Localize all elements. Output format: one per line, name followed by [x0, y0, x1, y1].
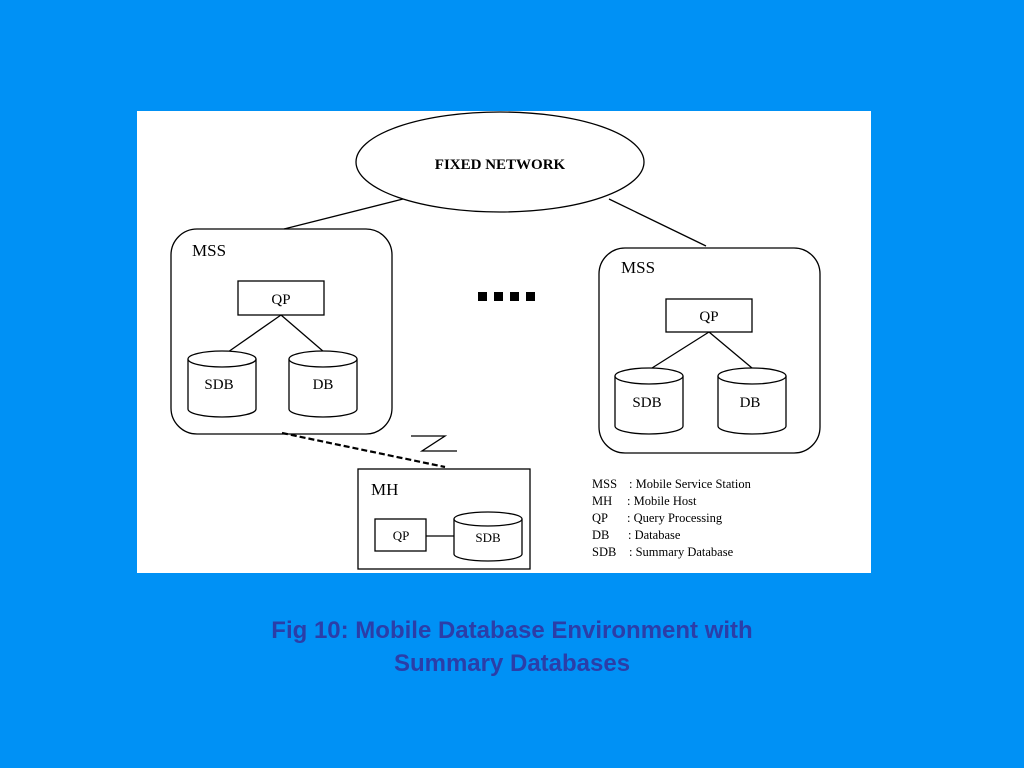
- lightning-icon: [411, 435, 457, 452]
- left-mss-box: [170, 228, 393, 435]
- network-to-left-mss-link: [283, 198, 404, 230]
- legend-desc-qp: : Query Processing: [627, 511, 723, 525]
- fixed-network-label: FIXED NETWORK: [435, 157, 566, 173]
- mh-title: MH: [371, 480, 398, 499]
- legend-desc-sdb: : Summary Database: [629, 545, 734, 559]
- mh-qp-label: QP: [393, 528, 410, 543]
- legend-abbr-qp: QP: [592, 511, 608, 525]
- right-qp-label: QP: [699, 309, 718, 325]
- left-db-cylinder-icon: [288, 350, 358, 418]
- left-sdb-cylinder-icon: [187, 350, 257, 418]
- caption-line-2: Summary Databases: [393, 650, 631, 677]
- legend-abbr-mss: MSS: [592, 477, 617, 491]
- right-mss-box: [598, 247, 821, 454]
- left-qp-to-db-link: [280, 314, 325, 353]
- left-db-label: DB: [313, 377, 334, 393]
- right-qp-to-db-link: [708, 331, 753, 369]
- fixed-network-ellipse: [355, 111, 645, 213]
- mh-qp-box: [374, 518, 427, 552]
- right-sdb-label: SDB: [632, 395, 661, 411]
- mh-box: [357, 468, 531, 570]
- legend-abbr-db: DB: [592, 528, 609, 542]
- right-db-cylinder-icon: [717, 367, 787, 435]
- legend-desc-mss: : Mobile Service Station: [629, 477, 752, 491]
- mh-sdb-cylinder-icon: [453, 511, 523, 562]
- legend-desc-mh: : Mobile Host: [627, 494, 697, 508]
- left-sdb-label: SDB: [204, 377, 233, 393]
- figure-caption: Fig 10: Mobile Database Environment with…: [0, 614, 1024, 680]
- ellipsis-icon: [478, 292, 535, 301]
- network-to-right-mss-link: [608, 198, 707, 247]
- left-qp-to-sdb-link: [227, 314, 282, 353]
- legend-desc-db: : Database: [628, 528, 681, 542]
- right-db-label: DB: [740, 395, 761, 411]
- mobile-database-diagram: FIXED NETWORK MSS QP SDB DB MSS QP SDB D…: [137, 111, 871, 573]
- legend-abbr-sdb: SDB: [592, 545, 616, 559]
- mh-sdb-label: SDB: [475, 530, 501, 545]
- diagram-canvas: FIXED NETWORK MSS QP SDB DB MSS QP SDB D…: [170, 111, 821, 570]
- left-mss-title: MSS: [192, 241, 226, 260]
- right-qp-to-sdb-link: [651, 331, 710, 369]
- legend: MSS : Mobile Service Station MH : Mobile…: [592, 477, 752, 559]
- right-sdb-cylinder-icon: [614, 367, 684, 435]
- right-mss-title: MSS: [621, 258, 655, 277]
- legend-abbr-mh: MH: [592, 494, 612, 508]
- left-qp-label: QP: [271, 292, 290, 308]
- wireless-link: [281, 431, 446, 469]
- caption-line-1: Fig 10: Mobile Database Environment with: [271, 617, 753, 644]
